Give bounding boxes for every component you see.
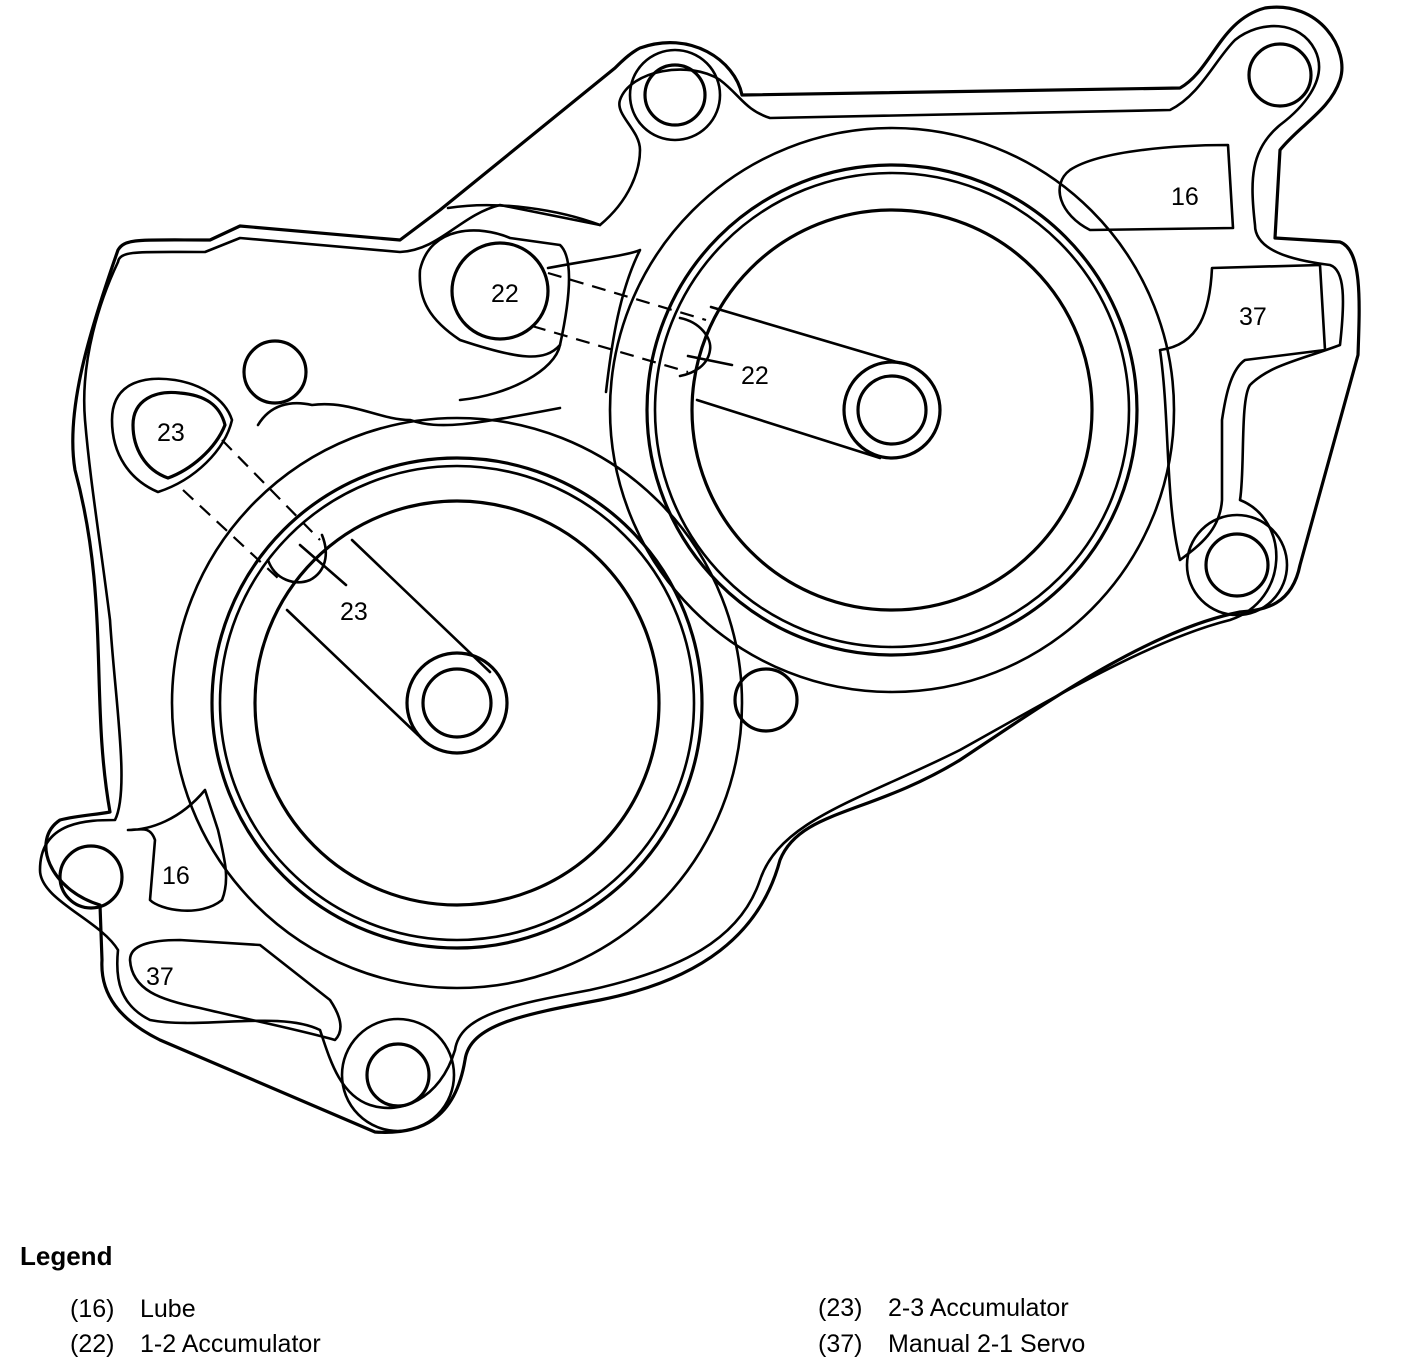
cavity-37-left: [128, 938, 342, 1042]
passage-upper: [446, 203, 642, 402]
passage-left: [256, 401, 562, 427]
accumulator-bore-22: [608, 126, 1176, 694]
legend-item-37: (37) Manual 2-1 Servo: [818, 1330, 1085, 1359]
label-16-right: 16: [1171, 183, 1199, 211]
cavity-16-left: [126, 788, 228, 912]
accumulator-bore-23: [170, 416, 744, 990]
dashed-passage-23: [182, 439, 321, 581]
bolt-hole-right: [1185, 513, 1289, 617]
cavity-37-right: [1158, 263, 1327, 562]
label-37-right: 37: [1239, 303, 1267, 331]
gasket-diagram: 16 37 22 22 23 23 16 37: [38, 5, 1361, 1134]
legend-desc: Lube: [140, 1295, 196, 1323]
gasket-inner-outline: [38, 24, 1345, 1110]
label-22-bore: 22: [741, 362, 769, 390]
port-23-boss: [110, 377, 234, 494]
small-hole-upper-left: [242, 339, 308, 405]
bolt-hole-top-right: [1247, 42, 1313, 108]
legend-item-16: (16) Lube: [70, 1295, 196, 1324]
cavity-16-right: [1058, 143, 1235, 232]
small-hole-center: [733, 667, 799, 733]
bolt-hole-bottom: [340, 1017, 456, 1133]
legend-code: (22): [70, 1330, 115, 1358]
legend-code: (16): [70, 1295, 115, 1323]
legend-item-23: (23) 2-3 Accumulator: [818, 1294, 1069, 1323]
port-22-boss: [418, 229, 571, 358]
legend-code: (23): [818, 1294, 863, 1322]
legend-title: Legend: [20, 1241, 113, 1271]
legend-desc: Manual 2-1 Servo: [888, 1330, 1086, 1358]
legend-item-22: (22) 1-2 Accumulator: [70, 1330, 321, 1359]
legend-desc: 2-3 Accumulator: [888, 1294, 1069, 1322]
legend-desc: 1-2 Accumulator: [140, 1330, 321, 1358]
legend-code: (37): [818, 1330, 863, 1358]
bolt-hole-left: [58, 844, 124, 910]
gasket-outer-outline: [44, 5, 1361, 1134]
dashed-passage-22: [531, 271, 707, 374]
label-23-bore: 23: [340, 598, 368, 626]
label-22-port: 22: [491, 280, 519, 308]
bolt-hole-top: [628, 48, 722, 142]
label-16-left: 16: [162, 862, 190, 890]
label-37-left: 37: [146, 963, 174, 991]
label-23-port: 23: [157, 419, 185, 447]
